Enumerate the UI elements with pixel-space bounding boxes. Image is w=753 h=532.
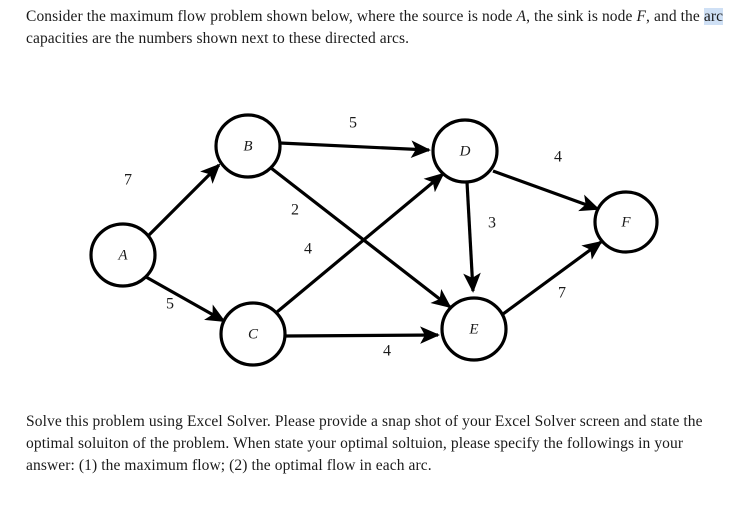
- node-f[interactable]: F: [593, 190, 659, 254]
- node-d[interactable]: D: [431, 118, 499, 184]
- node-c-label: C: [248, 326, 259, 342]
- arc-label-e-f: 7: [558, 285, 566, 302]
- arc-label-d-e: 3: [488, 215, 496, 232]
- arc-c-to-d: [275, 172, 445, 314]
- arc-a-to-b: [146, 163, 221, 238]
- max-flow-network-diagram: A B C D E F 7 5: [0, 88, 753, 388]
- outro-line-3: the followings in your answer: (1) the m…: [26, 435, 684, 474]
- intro-text-part-1: Consider the maximum flow problem shown …: [26, 8, 517, 25]
- node-d-label: D: [459, 143, 471, 159]
- node-b[interactable]: B: [214, 113, 282, 179]
- arc-label-a-c: 5: [166, 296, 174, 313]
- arc-label-b-d: 5: [349, 115, 357, 132]
- intro-text-part-4: capacities are the numbers shown next to…: [26, 30, 410, 47]
- intro-paragraph: Consider the maximum flow problem shown …: [26, 6, 732, 50]
- arc-label-a-b: 7: [124, 172, 132, 189]
- node-f-label: F: [620, 214, 631, 230]
- arc-d-to-e: [463, 181, 481, 293]
- intro-source-node-letter: A: [516, 8, 527, 25]
- arc-e-to-f: [502, 240, 603, 316]
- intro-sink-node-letter: F: [636, 8, 647, 25]
- arc-b-to-e: [270, 166, 452, 309]
- node-e-label: E: [468, 321, 478, 337]
- node-c[interactable]: C: [219, 301, 287, 367]
- outro-line-2: and state the optimal soluiton of the pr…: [26, 413, 703, 452]
- node-a-label: A: [117, 247, 128, 263]
- arc-d-to-f: [492, 169, 600, 212]
- arc-a-to-c: [145, 275, 226, 323]
- arc-label-c-e: 4: [383, 343, 391, 360]
- outro-line-1: Solve this problem using Excel Solver. P…: [26, 413, 620, 430]
- arc-label-c-d: 4: [304, 241, 312, 258]
- outro-paragraph: Solve this problem using Excel Solver. P…: [26, 411, 726, 477]
- intro-text-part-2: , the sink is node: [526, 8, 633, 25]
- arc-label-b-e: 2: [291, 202, 299, 219]
- intro-text-part-3: , and the: [646, 8, 704, 25]
- arc-b-to-d: [279, 140, 431, 158]
- node-e[interactable]: E: [440, 296, 508, 362]
- intro-highlighted-word: arc: [703, 8, 724, 25]
- arc-c-to-e: [284, 326, 440, 344]
- node-b-label: B: [243, 138, 252, 154]
- arc-label-d-f: 4: [554, 149, 562, 166]
- node-a[interactable]: A: [89, 222, 157, 288]
